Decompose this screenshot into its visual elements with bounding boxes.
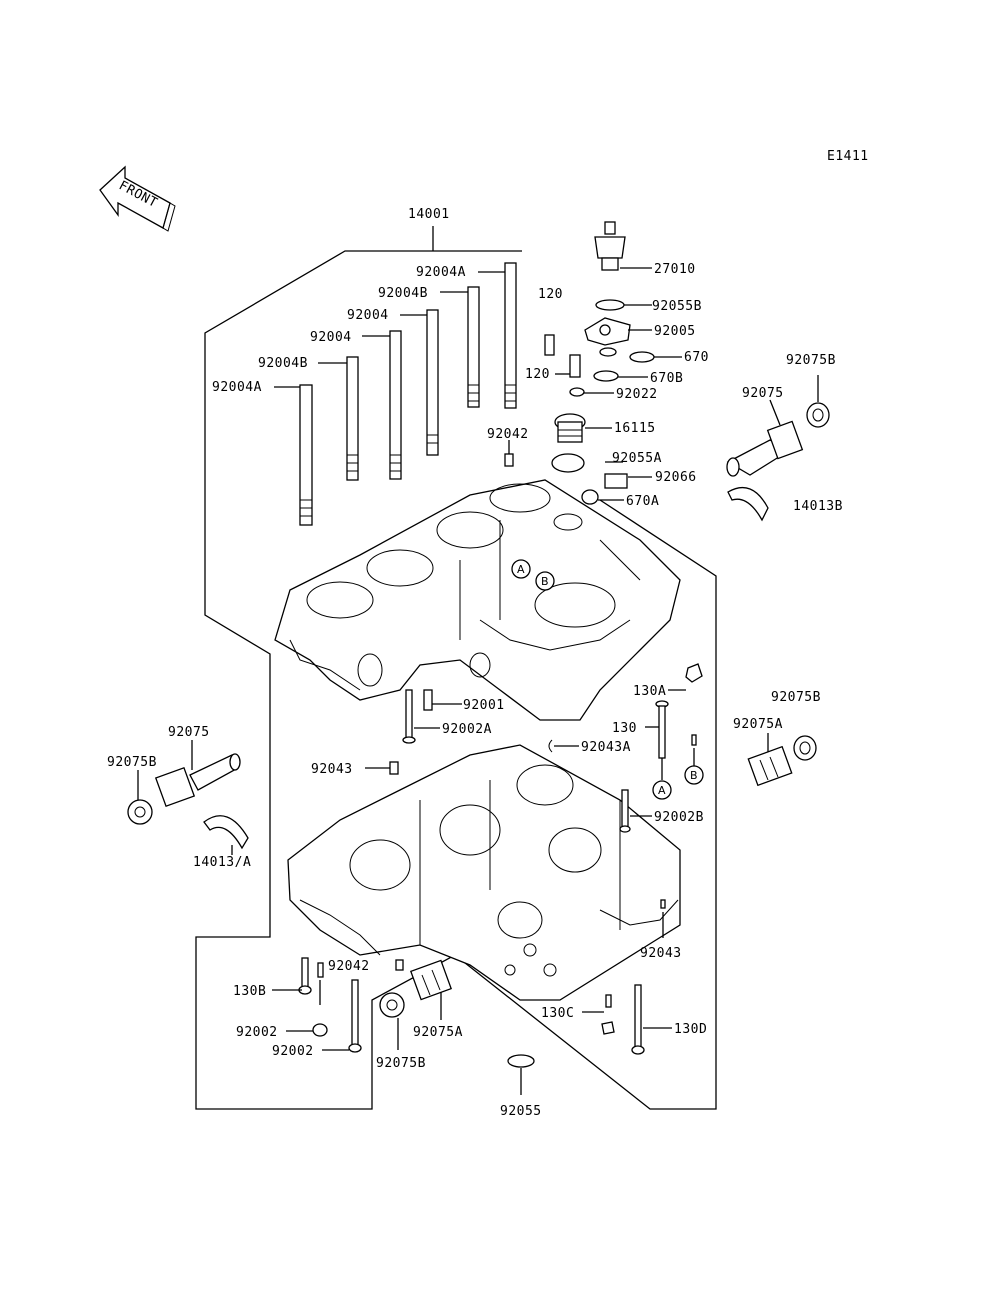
lower-crankcase [287, 744, 681, 1001]
bolt-92002B [619, 789, 666, 909]
sleeve-92075A-right [747, 735, 817, 787]
label-92004B-1: 92004B [378, 286, 428, 301]
upper-crankcase [274, 479, 681, 721]
label-16115: 16115 [614, 421, 656, 436]
sleeve-92075A-bottom [379, 959, 535, 1068]
front-arrow-icon: FRONT [99, 165, 176, 232]
bottom-left-fasteners [298, 957, 404, 1053]
label-92075A-right: 92075A [733, 717, 783, 732]
label-92043A: 92043A [581, 740, 631, 755]
label-92055B: 92055B [652, 299, 702, 314]
label-92075A-bottom: 92075A [413, 1025, 463, 1040]
output-shaft-sleeve-left [127, 753, 249, 850]
svg-text:B: B [690, 769, 698, 782]
label-130: 130 [612, 721, 637, 736]
label-92043-left: 92043 [311, 762, 353, 777]
crankcase-bolts-right [655, 663, 703, 759]
label-670A: 670A [626, 494, 659, 509]
label-92043-right: 92043 [640, 946, 682, 961]
label-92075-left: 92075 [168, 725, 210, 740]
label-92055A: 92055A [612, 451, 662, 466]
svg-text:A: A [658, 784, 666, 797]
label-92022: 92022 [616, 387, 658, 402]
label-14013A: 14013/A [193, 855, 251, 870]
label-130A: 130A [633, 684, 666, 699]
label-92005: 92005 [654, 324, 696, 339]
label-92002B: 92002B [654, 810, 704, 825]
label-92001: 92001 [463, 698, 505, 713]
label-92075-top-right: 92075 [742, 386, 784, 401]
label-130B: 130B [233, 984, 266, 999]
label-14001: 14001 [408, 207, 450, 222]
label-92004B-2: 92004B [258, 356, 308, 371]
label-92004A-1: 92004A [416, 265, 466, 280]
label-670: 670 [684, 350, 709, 365]
label-670B: 670B [650, 371, 683, 386]
label-92075B-right: 92075B [771, 690, 821, 705]
label-120-top: 120 [538, 287, 563, 302]
label-92004-1: 92004 [347, 308, 389, 323]
svg-text:B: B [541, 575, 549, 588]
label-92075B-left: 92075B [107, 755, 157, 770]
svg-text:A: A [517, 563, 525, 576]
assembly-boundary [195, 226, 717, 1110]
label-92002-1: 92002 [236, 1025, 278, 1040]
label-130D: 130D [674, 1022, 707, 1037]
oil-pressure-switch [544, 221, 655, 397]
label-92004-2: 92004 [310, 330, 352, 345]
dowel-pin [504, 453, 514, 467]
label-92042-bottom: 92042 [328, 959, 370, 974]
callout-A-right: A [652, 780, 672, 800]
callout-A-upper: A [511, 559, 531, 579]
label-130C: 130C [541, 1006, 574, 1021]
label-27010: 27010 [654, 262, 696, 277]
callout-B-upper: B [535, 571, 555, 591]
label-92042-top: 92042 [487, 427, 529, 442]
label-120: 120 [525, 367, 550, 382]
output-shaft-sleeve-right [726, 402, 830, 522]
label-92075B-top-right: 92075B [786, 353, 836, 368]
diagram-id: E1411 [827, 149, 869, 164]
label-92066: 92066 [655, 470, 697, 485]
label-92075B-bottom: 92075B [376, 1056, 426, 1071]
label-14013B: 14013B [793, 499, 843, 514]
bolts-130C-130D [601, 984, 645, 1055]
label-92004A-2: 92004A [212, 380, 262, 395]
label-92055: 92055 [500, 1104, 542, 1119]
label-92002A: 92002A [442, 722, 492, 737]
oil-filler-cap [551, 413, 628, 505]
stud-bolts [299, 262, 517, 526]
callout-B-right: B [684, 765, 704, 785]
label-92002-2: 92002 [272, 1044, 314, 1059]
